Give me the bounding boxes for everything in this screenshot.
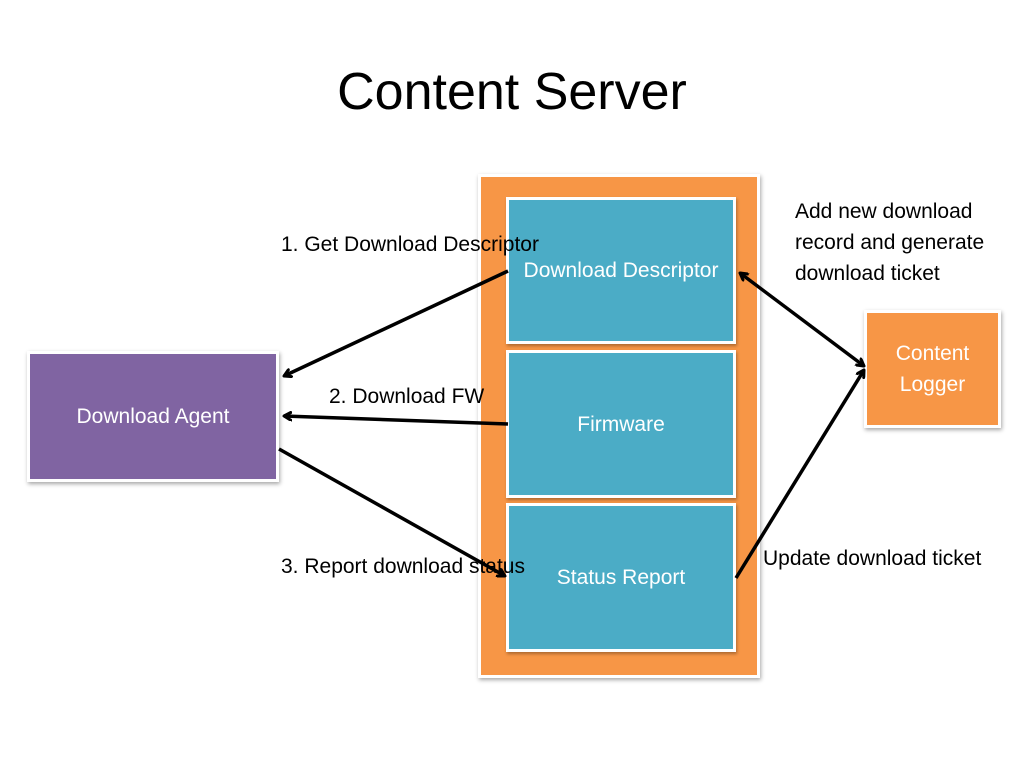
update-ticket-label: Update download ticket (763, 547, 982, 570)
step1-label: 1. Get Download Descriptor (281, 233, 539, 256)
content-logger-label: Content Logger (895, 342, 970, 396)
download-agent-box: Download Agent (27, 351, 279, 482)
content-logger-box: Content Logger (864, 310, 1001, 428)
firmware-label: Firmware (577, 412, 665, 436)
download-descriptor-label: Download Descriptor (523, 259, 719, 282)
page-title: Content Server (337, 63, 687, 121)
add-record-label: Add new download record and generate dow… (795, 200, 985, 285)
download-descriptor-box: Download Descriptor (506, 197, 736, 344)
arrow-download-fw (284, 416, 509, 426)
firmware-box: Firmware (506, 350, 736, 498)
step2-label: 2. Download FW (329, 385, 485, 408)
arrow-get-descriptor (284, 269, 509, 376)
step3-label: 3. Report download status (281, 555, 525, 578)
status-report-box: Status Report (506, 503, 736, 652)
status-report-label: Status Report (556, 566, 686, 589)
download-agent-label: Download Agent (76, 404, 230, 428)
